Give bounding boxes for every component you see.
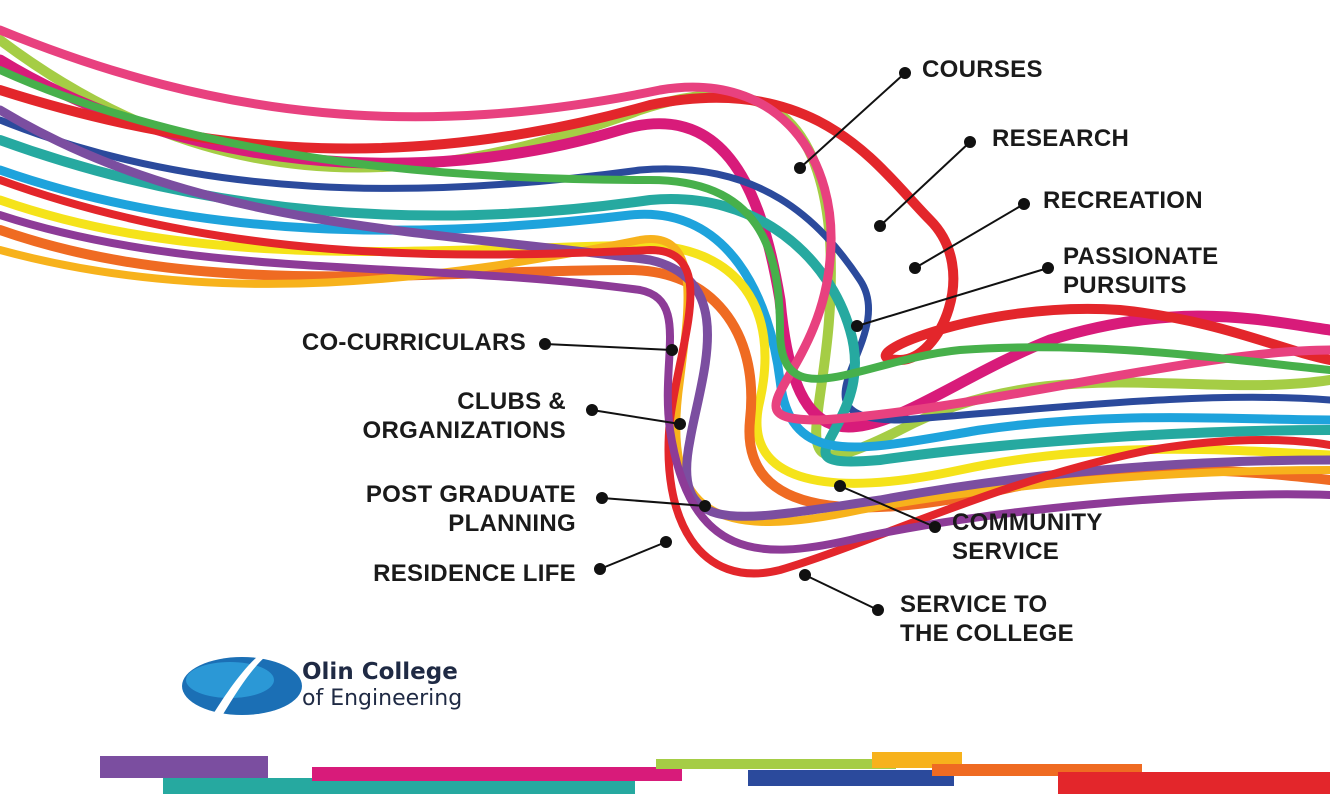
label-community-line2: SERVICE (952, 538, 1060, 565)
leader-dot-7-1 (660, 536, 672, 548)
color-bar-3 (656, 759, 896, 769)
olin-logo-mark (182, 656, 302, 716)
label-service-line1: SERVICE TO (900, 591, 1048, 618)
leader-dot-5-0 (586, 404, 598, 416)
label-community-service: COMMUNITY SERVICE (952, 508, 1103, 566)
color-bar-7 (1058, 772, 1330, 794)
ribbon-group (0, 25, 1330, 578)
label-passionate-pursuits: PASSIONATE PURSUITS (1063, 242, 1218, 300)
leader-dot-0-1 (794, 162, 806, 174)
label-passionate-line1: PASSIONATE (1063, 243, 1219, 270)
label-cocurricular-text: CO-CURRICULARS (301, 329, 526, 356)
leader-line-1 (879, 141, 971, 227)
ribbon-4 (0, 135, 1330, 467)
leader-dot-3-1 (851, 320, 863, 332)
label-research: RESEARCH (992, 124, 1129, 153)
color-bars (100, 752, 1330, 794)
ribbon-2 (0, 85, 1330, 366)
leader-dot-4-0 (539, 338, 551, 350)
leader-line-6 (601, 497, 706, 507)
leader-line-9 (804, 574, 879, 611)
label-clubs-organizations: CLUBS & ORGANIZATIONS (276, 387, 566, 445)
ribbon-5 (0, 165, 1330, 452)
color-bar-4 (748, 770, 954, 786)
leader-dot-8-0 (834, 480, 846, 492)
leader-dot-3-0 (1042, 262, 1054, 274)
label-service-to-college: SERVICE TO THE COLLEGE (900, 590, 1074, 648)
logo-line1: Olin College (302, 659, 458, 685)
leader-dot-7-0 (594, 563, 606, 575)
label-research-text: RESEARCH (992, 125, 1130, 152)
leader-dot-2-0 (1018, 198, 1030, 210)
leader-line-7 (599, 541, 667, 570)
label-clubs-line2: ORGANIZATIONS (362, 417, 566, 444)
leader-dot-6-0 (596, 492, 608, 504)
leader-line-5 (591, 409, 681, 425)
leader-dot-4-1 (666, 344, 678, 356)
label-residence-text: RESIDENCE LIFE (373, 560, 576, 587)
leader-dot-6-1 (699, 500, 711, 512)
label-residence-life: RESIDENCE LIFE (286, 559, 576, 588)
label-co-curriculars: CO-CURRICULARS (236, 328, 526, 357)
color-bar-0 (100, 756, 268, 778)
leader-line-3 (856, 267, 1049, 327)
label-passionate-line2: PURSUITS (1063, 272, 1187, 299)
color-bar-1 (163, 778, 635, 794)
label-post-graduate-planning: POST GRADUATE PLANNING (286, 480, 576, 538)
leader-dot-8-1 (929, 521, 941, 533)
logo-line2: of Engineering (302, 686, 463, 711)
leader-line-4 (544, 343, 673, 351)
leader-dot-1-0 (964, 136, 976, 148)
leader-line-8 (839, 485, 936, 528)
leader-line-2 (914, 203, 1025, 269)
logo-slash-icon (212, 656, 266, 716)
label-service-line2: THE COLLEGE (900, 620, 1074, 647)
ribbon-12 (0, 211, 1330, 554)
label-postgrad-line2: PLANNING (448, 510, 576, 537)
leader-line-0 (799, 72, 906, 169)
label-clubs-line1: CLUBS & (457, 388, 566, 415)
leader-dot-2-1 (909, 262, 921, 274)
color-bar-2 (312, 767, 682, 781)
leader-lines (539, 67, 1054, 616)
leader-dot-9-0 (799, 569, 811, 581)
label-recreation-text: RECREATION (1043, 187, 1203, 214)
logo-wordmark: Olin College of Engineering (302, 659, 462, 712)
leader-dot-9-1 (872, 604, 884, 616)
label-postgrad-line1: POST GRADUATE (365, 481, 576, 508)
ribbon-10 (0, 25, 1330, 425)
ribbon-11 (0, 176, 1330, 578)
label-recreation: RECREATION (1043, 186, 1203, 215)
label-courses: COURSES (922, 55, 1043, 84)
ribbon-3 (0, 116, 1330, 424)
label-community-line1: COMMUNITY (952, 509, 1103, 536)
leader-dot-0-0 (899, 67, 911, 79)
leader-dot-1-1 (874, 220, 886, 232)
label-courses-text: COURSES (922, 56, 1043, 83)
leader-dot-5-1 (674, 418, 686, 430)
ribbon-13 (0, 66, 1330, 383)
